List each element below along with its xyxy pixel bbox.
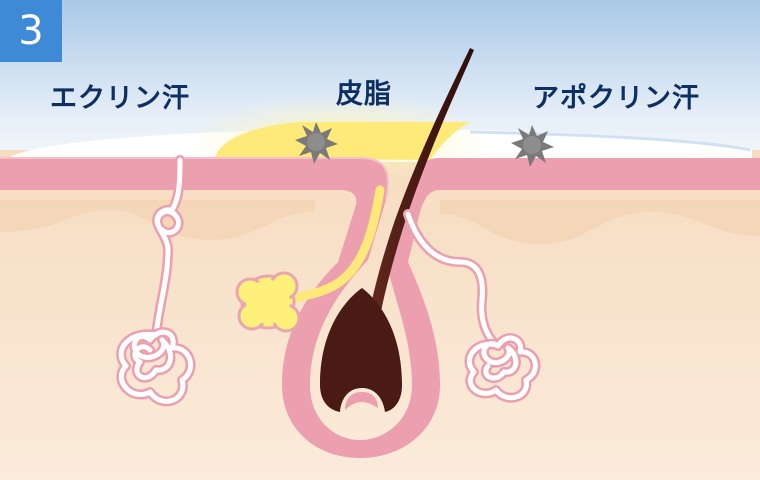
eccrine-sweat-label: エクリン汗 [50,83,190,114]
apocrine-sweat-gland [403,209,541,403]
hair-bulb [320,288,402,412]
sebum-label: 皮脂 [336,79,392,110]
apocrine-sweat-label: アポクリン汗 [532,83,700,114]
sebaceous-gland [235,271,301,333]
bacteria-icon [511,125,554,167]
eccrine-sweat-gland [116,155,196,407]
hair-papilla [345,392,378,410]
epidermis-layer [0,158,760,458]
step-number-badge: 3 [0,0,62,62]
sebum-pool [215,122,470,160]
sweat-film-edge [469,130,751,152]
bacteria-icon [295,122,338,164]
dermis-wave [440,200,760,244]
